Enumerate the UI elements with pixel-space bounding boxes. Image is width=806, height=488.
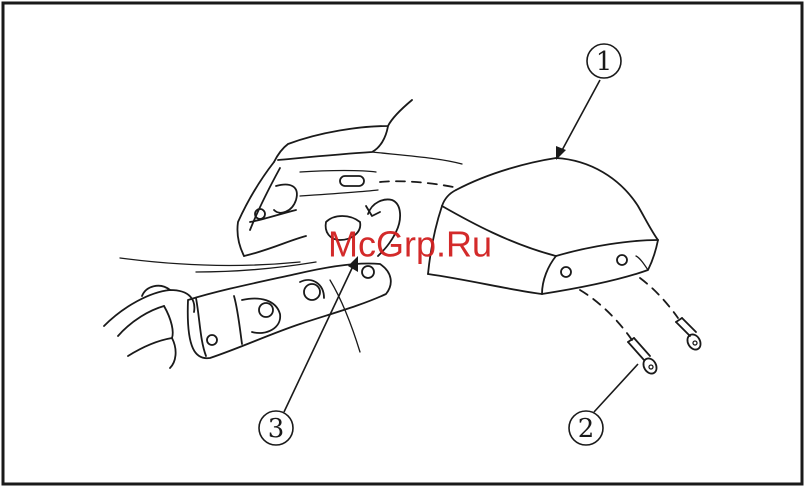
callout-number-1: 1 xyxy=(596,47,613,77)
link-bolt-bottom xyxy=(207,335,217,345)
link-bolt-left xyxy=(259,303,273,317)
link-bolt-mid xyxy=(304,284,320,300)
leader-line-1 xyxy=(560,80,600,154)
screw-right xyxy=(676,318,703,352)
alignment-line-screw-left xyxy=(580,290,632,340)
leader-line-2 xyxy=(594,364,638,412)
leader-line-3 xyxy=(284,264,354,412)
cover-hole-right xyxy=(617,255,627,265)
alignment-line-screw-right xyxy=(640,278,678,318)
watermark-text: McGrp.Ru xyxy=(328,224,492,265)
alignment-line-upper xyxy=(380,181,458,188)
callout-number-2: 2 xyxy=(578,414,595,444)
link-bolt-right xyxy=(362,266,374,278)
callout-number-3: 3 xyxy=(268,414,285,444)
cover-hole-left xyxy=(561,267,571,277)
slot-hole xyxy=(340,176,364,186)
